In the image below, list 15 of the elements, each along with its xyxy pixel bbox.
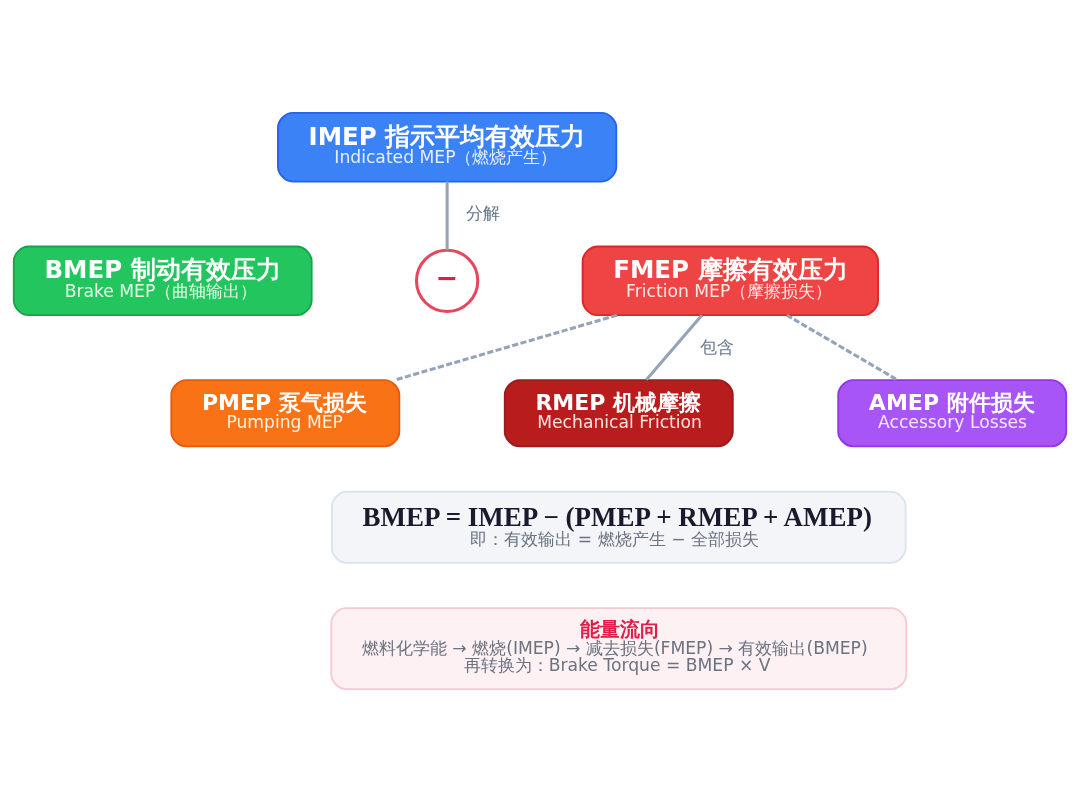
connector — [445, 181, 449, 250]
node-box: FMEP 摩擦有效压力 Friction MEP（摩擦损失） — [581, 245, 879, 316]
node-circle: − — [414, 248, 480, 313]
node-box: AMEP 附件损失 Accessory Losses — [837, 378, 1068, 447]
connector — [786, 313, 899, 381]
edge-label: 包含 — [700, 336, 735, 357]
connector — [394, 313, 618, 382]
edge-label: 分解 — [466, 202, 501, 223]
connector — [645, 313, 704, 381]
node-box: BMEP = IMEP − (PMEP + RMEP + AMEP) 即：有效输出 = 燃烧产生 − 全部损失 — [330, 490, 907, 564]
node-box: IMEP 指示平均有效压力 Indicated MEP（燃烧产生） — [277, 111, 618, 182]
node-box: BMEP 制动有效压力 Brake MEP（曲轴输出） — [12, 245, 313, 316]
node-box: PMEP 泵气损失 Pumping MEP — [170, 378, 401, 447]
node-box: 能量流向 燃料化学能 → 燃烧(IMEP) → 减去损失(FMEP) → 有效输出(BMEP) 再转换为：Brake Torque = BMEP × V — [330, 606, 908, 690]
node-box: RMEP 机械摩擦 Mechanical Friction — [503, 378, 734, 447]
